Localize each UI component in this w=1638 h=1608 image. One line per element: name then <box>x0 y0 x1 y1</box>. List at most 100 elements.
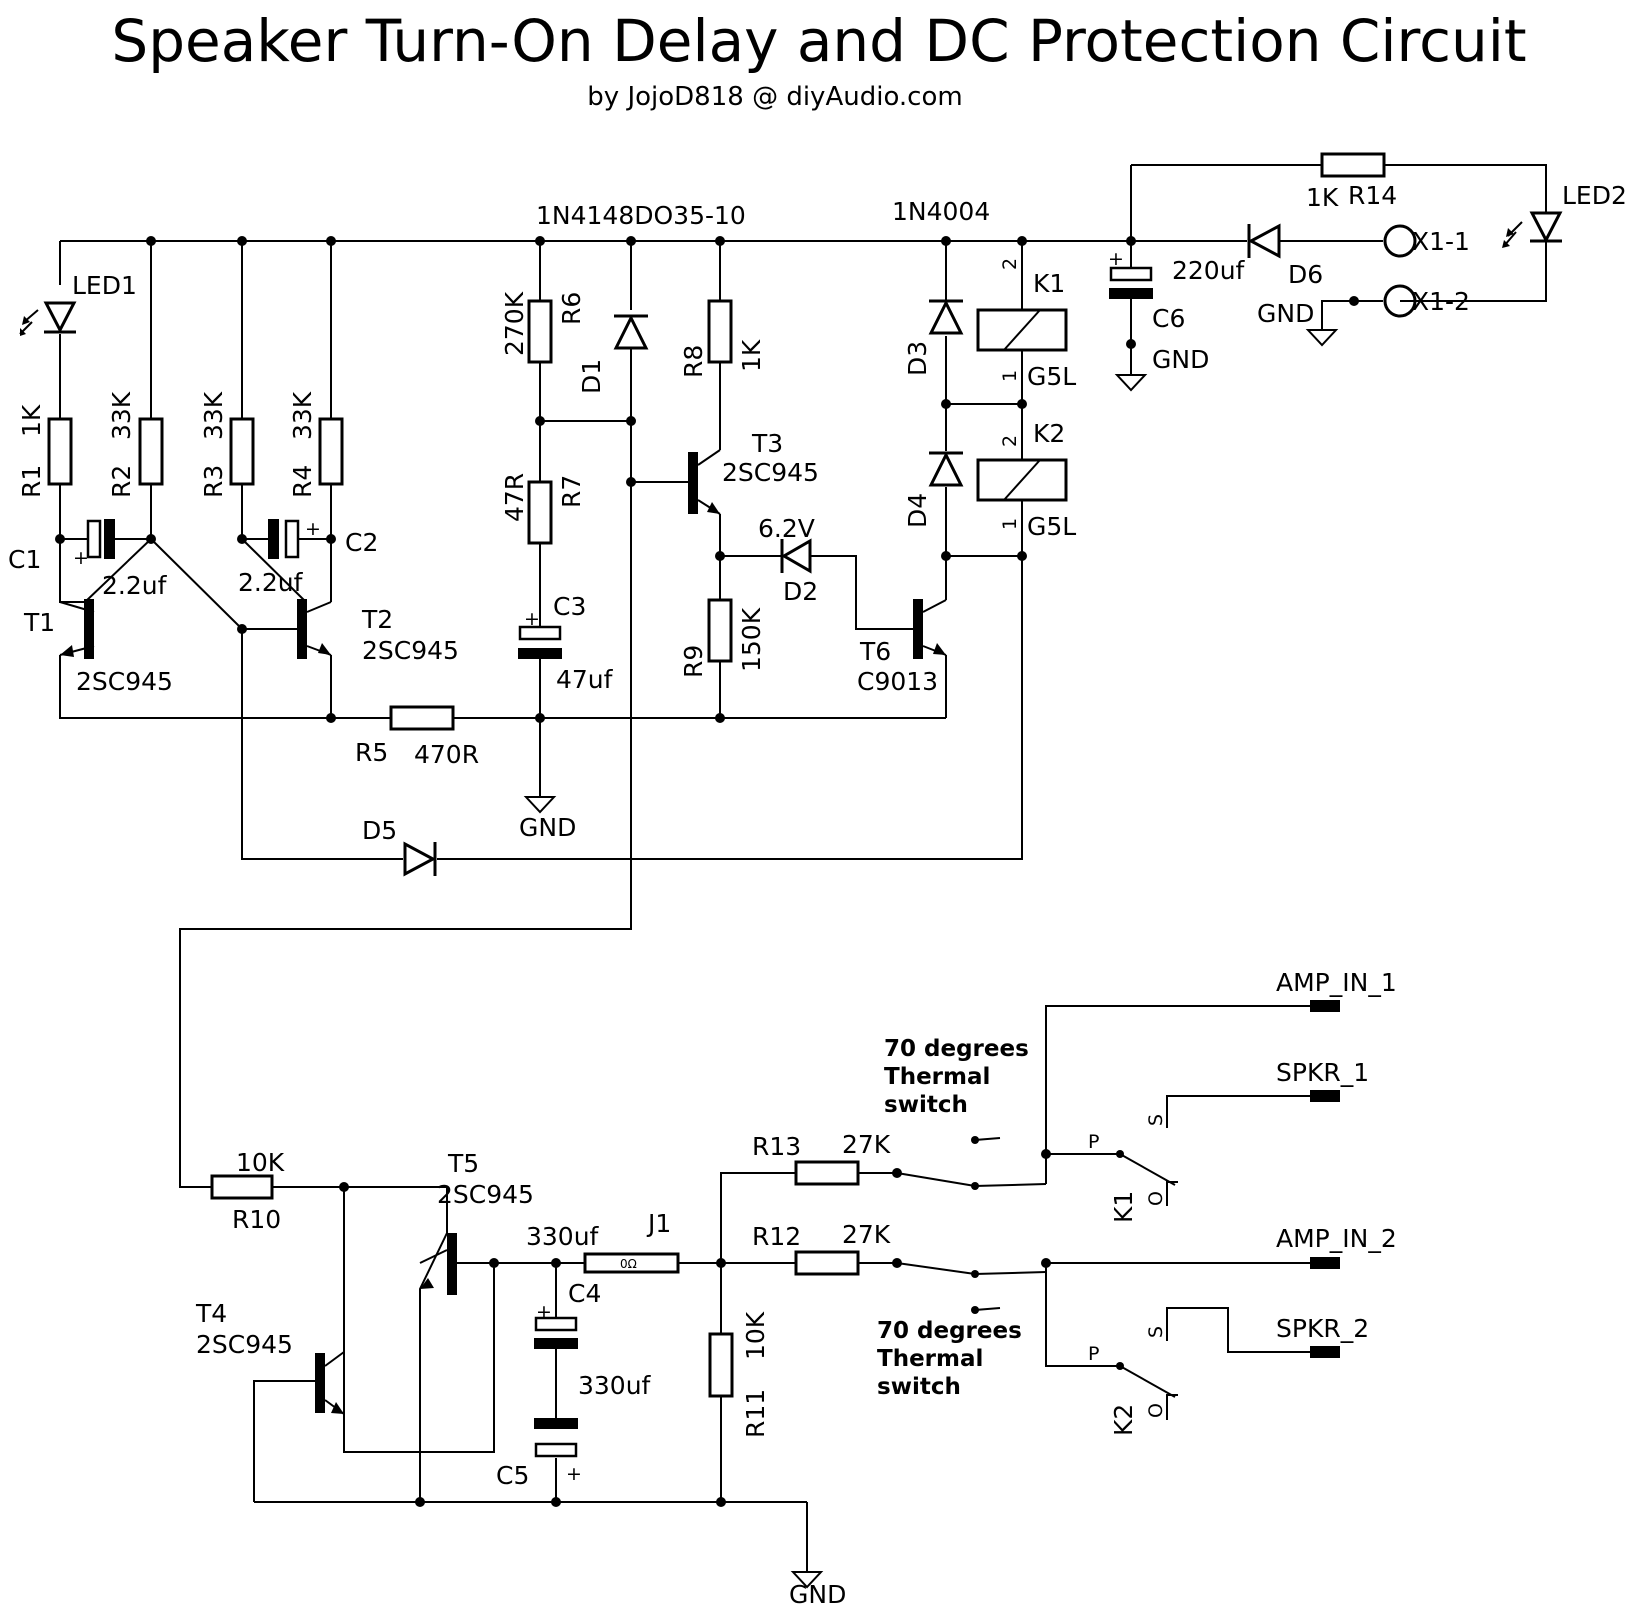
junction-dots <box>55 236 1359 1507</box>
k1-label: K1 <box>1033 269 1065 298</box>
thermal-1-line2: Thermal <box>884 1064 990 1090</box>
d2-label: D2 <box>783 577 818 606</box>
gnd-c3 <box>523 796 557 814</box>
k2-label: K2 <box>1033 419 1065 448</box>
c5-plus: + <box>566 1463 582 1485</box>
t6-type: C9013 <box>857 667 938 696</box>
t1-type: 2SC945 <box>76 667 173 696</box>
t6-label: T6 <box>859 637 891 666</box>
title: Speaker Turn-On Delay and DC Protection … <box>111 7 1526 75</box>
r11-label: R11 <box>741 1389 770 1438</box>
k1-contact-p: P <box>1088 1131 1099 1153</box>
r3-value: 33K <box>199 391 228 440</box>
r5-label: R5 <box>355 738 388 767</box>
k2-contact-p: P <box>1088 1343 1099 1365</box>
amp-in-2-label: AMP_IN_2 <box>1276 1224 1397 1253</box>
r7-body <box>527 480 553 545</box>
d2-body <box>780 538 812 574</box>
j1-value: 0Ω <box>620 1257 637 1271</box>
r14-value: 1K <box>1306 183 1339 212</box>
c2-plus: + <box>305 518 321 540</box>
r12-label: R12 <box>752 1222 801 1251</box>
led2-body <box>1529 211 1563 244</box>
t4-label: T4 <box>195 1299 227 1328</box>
t4-base-bar <box>315 1353 325 1413</box>
gnd-x1 <box>1305 329 1339 347</box>
k1-type: G5L <box>1027 362 1076 391</box>
r14-label: R14 <box>1348 181 1397 210</box>
labels: LED1 R1 1K R2 33K R3 33K R4 33K C1 + 2.2… <box>8 181 1627 1608</box>
r10-body <box>210 1174 274 1200</box>
c1-plate-plus <box>86 519 102 559</box>
x1-1-pad <box>1383 224 1417 258</box>
c2-plate-plus <box>284 519 300 559</box>
r12-body <box>794 1250 860 1276</box>
thermal-2-line1: 70 degrees <box>877 1318 1022 1344</box>
d6-label: D6 <box>1288 260 1323 289</box>
wires <box>59 164 1547 1572</box>
r8-body <box>707 299 733 364</box>
r9-label: R9 <box>679 645 708 678</box>
t6-base-bar <box>913 599 923 659</box>
r10-label: R10 <box>232 1205 281 1234</box>
r1-label: R1 <box>17 465 46 498</box>
k1-contact-label: K1 <box>1109 1191 1138 1223</box>
k2-pin2: 2 <box>999 435 1021 447</box>
r8-label: R8 <box>679 345 708 378</box>
k2-type: G5L <box>1027 512 1076 541</box>
resistors <box>47 152 1386 1398</box>
led1-label: LED1 <box>72 271 137 300</box>
r13-label: R13 <box>752 1132 801 1161</box>
t1-label: T1 <box>23 608 55 637</box>
r7-value: 47R <box>500 473 529 522</box>
c4-value-top: 330uf <box>526 1222 600 1251</box>
c2-value: 2.2uf <box>238 568 304 597</box>
x1-2-label: X1-2 <box>1412 287 1470 316</box>
d3-body <box>928 299 964 335</box>
d5-body <box>403 841 437 877</box>
spkr-1-label: SPKR_1 <box>1276 1058 1369 1087</box>
r9-body <box>707 598 733 663</box>
c5-value: 330uf <box>578 1371 652 1400</box>
k2-contact-o: O <box>1145 1403 1167 1418</box>
r8-value: 1K <box>737 339 766 372</box>
x1-2-pad <box>1383 284 1417 318</box>
r10-value: 10K <box>236 1148 285 1177</box>
c6-plus: + <box>1108 248 1124 270</box>
r14-body <box>1320 152 1386 178</box>
connectors <box>1116 224 1417 1370</box>
r6-value: 270K <box>500 291 529 356</box>
c3-value: 47uf <box>556 665 614 694</box>
c4-plate-plus <box>534 1316 578 1332</box>
t2-base-bar <box>297 599 307 659</box>
c5-label: C5 <box>496 1461 529 1490</box>
c1-label: C1 <box>8 545 41 574</box>
r5-value: 470R <box>414 740 479 769</box>
led1-body <box>43 301 77 334</box>
r7-label: R7 <box>557 475 586 508</box>
gnd-c6 <box>1114 374 1148 392</box>
r13-body <box>794 1160 860 1186</box>
ground-symbols <box>523 329 1339 1589</box>
d3-label: D3 <box>903 341 932 376</box>
r11-body <box>708 1332 734 1398</box>
gnd-label-c6: GND <box>1152 345 1209 374</box>
c6-plate-plus <box>1109 266 1153 282</box>
r3-body <box>229 417 255 486</box>
c3-plus: + <box>524 608 540 630</box>
led2-label: LED2 <box>1562 181 1627 210</box>
k1-contact-s: S <box>1145 1114 1167 1126</box>
c1-value: 2.2uf <box>102 571 168 600</box>
r2-value: 33K <box>107 391 136 440</box>
j1-label: J1 <box>646 1209 671 1238</box>
r13-value: 27K <box>842 1130 891 1159</box>
thermal-2-line3: switch <box>877 1374 961 1400</box>
t5-label: T5 <box>447 1149 479 1178</box>
t4-type: 2SC945 <box>196 1330 293 1359</box>
d6-body <box>1247 223 1281 259</box>
t3-base-bar <box>688 452 698 514</box>
diodes <box>19 211 1563 877</box>
gnd-bottom <box>790 1571 824 1589</box>
k1-pin1: 1 <box>999 370 1021 382</box>
d4-body <box>928 451 964 487</box>
